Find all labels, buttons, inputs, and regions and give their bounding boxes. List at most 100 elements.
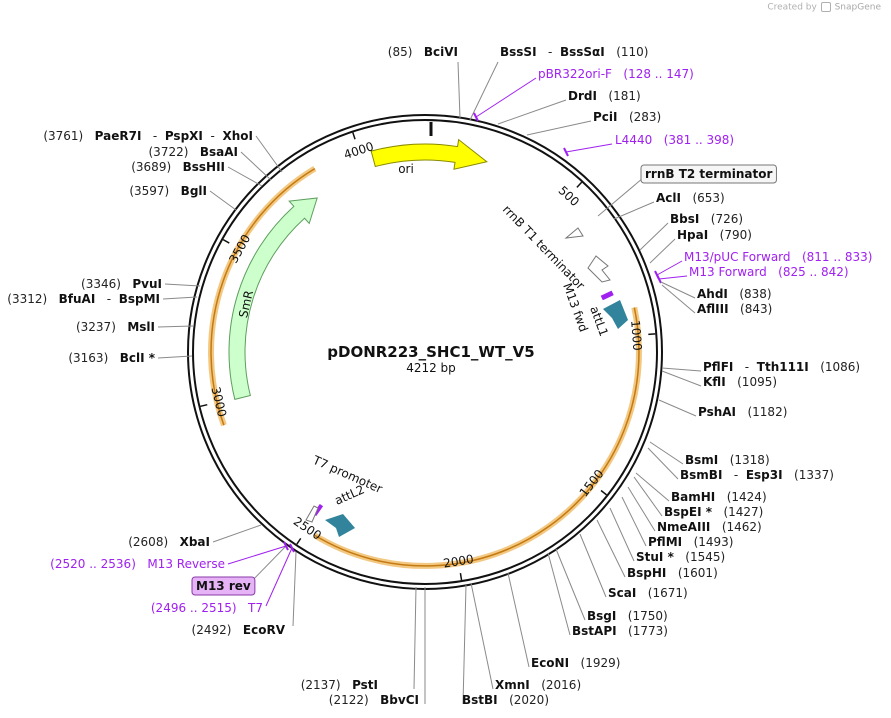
label-part-m13puc: M13/pUC Forward [684,250,791,264]
label-part-hpai: (790) [720,228,752,242]
label-part-pflfi: PflFI [703,360,733,374]
label-scai[interactable]: ScaI (1671) [608,586,688,600]
label-msli[interactable]: (3237) MslI [76,320,155,334]
label-part-pflfi: (1086) [820,360,860,374]
m13-fwd-bar[interactable] [600,290,614,301]
label-bfuai[interactable]: (3312) BfuAI - BspMI [7,292,160,306]
leader-bcli [157,355,193,359]
label-m13rev_primer[interactable]: (2520 .. 2536) M13 Reverse [50,557,225,571]
label-bsmbi[interactable]: BsmBI - Esp3I (1337) [680,468,834,482]
label-part-bsmbi: Esp3I [746,468,783,482]
label-pvui[interactable]: (3346) PvuI [81,277,162,291]
label-bstbi[interactable]: BstBI (2020) [462,693,549,707]
label-bsshii[interactable]: (3689) BssHII [131,160,225,174]
label-part-bstapi: (1773) [628,624,668,638]
leader-t7 [265,547,293,607]
label-psti[interactable]: (2137) PstI [301,678,378,692]
leader-bsmbi [647,447,679,480]
label-bcivi[interactable]: (85) BciVI [388,45,458,59]
ruler-label-3500: 3500 [226,232,253,265]
label-aflIII[interactable]: AflIII (843) [697,302,772,316]
leader-bbsi [639,222,669,251]
label-pcii[interactable]: PciI (283) [593,110,661,124]
label-bgli[interactable]: (3597) BglI [129,184,207,198]
label-xbai[interactable]: (2608) XbaI [128,535,210,549]
label-part-bbvci: BbvCI [380,693,419,707]
label-part-pflmi: (1493) [694,535,734,549]
label-part-psti: PstI [352,678,378,692]
label-bsmi[interactable]: BsmI (1318) [685,453,770,467]
label-bsssi[interactable]: BssSI - BssSαI (110) [500,45,648,59]
ruler-tick-2000 [459,573,463,581]
feature-ori[interactable] [370,138,488,170]
label-hpai[interactable]: HpaI (790) [677,228,752,242]
attl2-arrow[interactable] [325,514,355,537]
label-part-bamhi: (1424) [727,490,767,504]
label-part-rrnbt2: rrnB T2 terminator [645,167,772,181]
label-part-econi: (1929) [581,656,621,670]
label-part-l4440: (381 .. 398) [664,133,734,147]
label-part-bbvci: (2122) [329,693,369,707]
label-part-pvui: (3346) [81,277,121,291]
label-m13fw[interactable]: M13 Forward (825 .. 842) [689,265,849,279]
label-bstapi[interactable]: BstAPI (1773) [572,624,668,638]
leader-pvui [164,283,201,287]
label-drdi[interactable]: DrdI (181) [568,89,641,103]
label-pflmi[interactable]: PflMI (1493) [648,535,733,549]
label-t7[interactable]: (2496 .. 2515) T7 [151,601,263,615]
label-part-bsmi: BsmI [685,453,718,467]
label-m13rev[interactable]: M13 rev [196,579,251,593]
ruler-tick-3000 [200,403,208,408]
label-pflfi[interactable]: PflFI - Tth111I (1086) [703,360,860,374]
label-l4440[interactable]: L4440 (381 .. 398) [615,133,734,147]
label-bspei[interactable]: BspEI * (1427) [664,505,763,519]
label-ecorv[interactable]: (2492) EcoRV [192,623,286,637]
label-stui[interactable]: StuI * (1545) [636,550,725,564]
label-nmeaiii[interactable]: NmeAIII (1462) [657,520,762,534]
label-bcli[interactable]: (3163) BclI * [68,351,155,365]
t7-promoter-arrow[interactable] [305,505,319,523]
label-part-pcii: PciI [593,110,618,124]
primer-mark-m13fw [656,274,662,284]
primer-mark-pbr322 [473,112,479,122]
label-kfli[interactable]: KflI (1095) [703,375,777,389]
label-part-kfli: KflI [703,375,726,389]
feature-smr[interactable] [228,197,318,401]
label-rrnbt2[interactable]: rrnB T2 terminator [645,167,772,181]
label-ahdi[interactable]: AhdI (838) [697,287,772,301]
label-part-stui: StuI [636,550,663,564]
label-part-econi: EcoNI [531,656,569,670]
label-bbsi[interactable]: BbsI (726) [670,212,743,226]
ruler-tick-1000 [648,333,656,336]
leader-rrnbt2 [597,177,644,217]
label-part-pflfi: Tth111I [757,360,809,374]
attl1-arrow[interactable] [603,300,628,329]
label-paer7i[interactable]: (3761) PaeR7I - PspXI - XhoI [43,129,253,143]
label-bsgi[interactable]: BsgI (1750) [587,609,668,623]
label-m13puc[interactable]: M13/pUC Forward (811 .. 833) [684,250,872,264]
rrnb-t1-terminator-icon[interactable] [564,227,584,239]
label-pbr322[interactable]: pBR322ori-F (128 .. 147) [538,67,694,81]
label-acli[interactable]: AclI (653) [656,191,725,205]
label-part-l4440: L4440 [615,133,652,147]
label-bsphi[interactable]: BspHI (1601) [627,566,718,580]
label-bamhi[interactable]: BamHI (1424) [671,490,767,504]
label-part-acli: AclI [656,191,681,205]
rrnb-t2-terminator-icon[interactable] [587,255,611,283]
label-part-bamhi: BamHI [671,490,715,504]
label-part-ahdi: AhdI [697,287,728,301]
label-pshai[interactable]: PshAI (1182) [698,405,787,419]
ruler-label-1000: 1000 [628,320,644,352]
label-bsaai[interactable]: (3722) BsaAI [149,145,239,159]
label-part-bsshii: BssHII [183,160,225,174]
label-part-bsssi: BssSαI [560,45,605,59]
feature-attl2-label: attL2 [333,482,367,507]
label-part-m13puc: (811 .. 833) [802,250,872,264]
leader-pflmi [621,496,647,547]
label-part-drdi: (181) [608,89,640,103]
label-xmni[interactable]: XmnI (2016) [495,678,581,692]
label-econi[interactable]: EcoNI (1929) [531,656,620,670]
leader-pcii [526,120,592,136]
label-bbvci[interactable]: (2122) BbvCI [329,693,419,707]
leader-bamhi [635,472,670,502]
